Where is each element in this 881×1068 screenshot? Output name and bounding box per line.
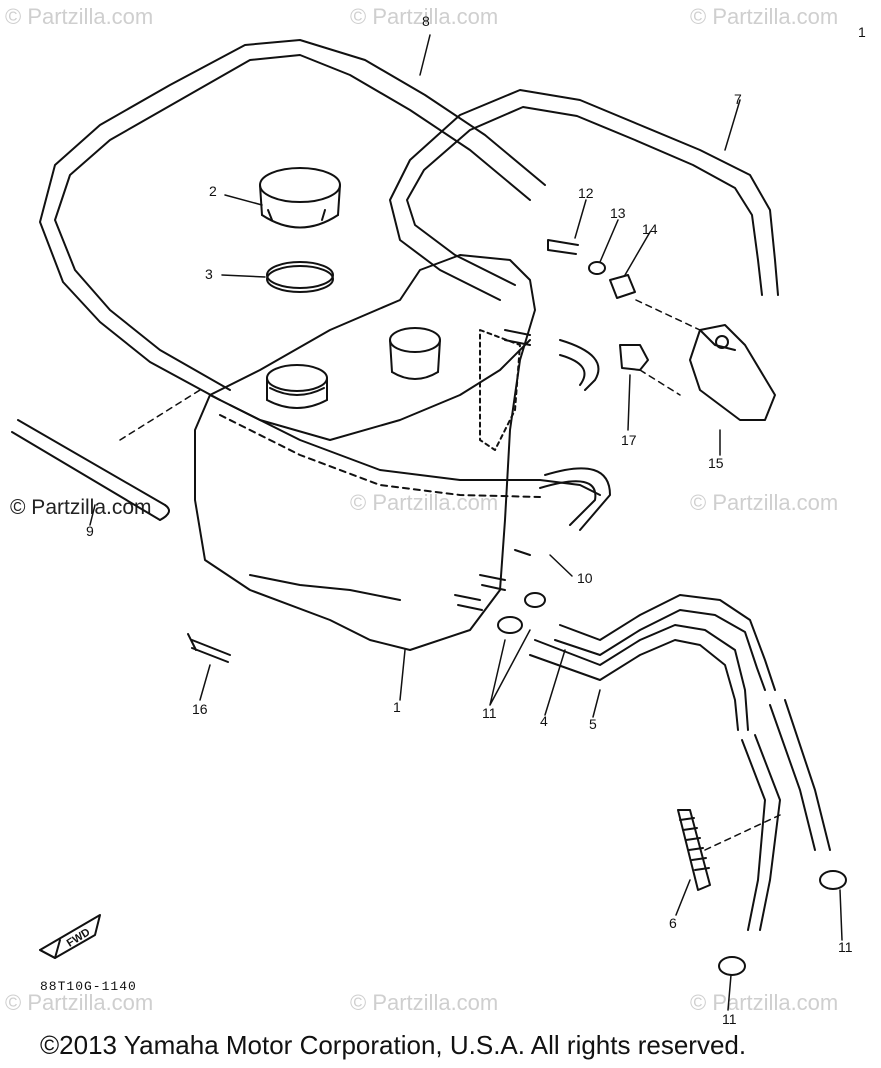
cap-2 <box>259 167 341 229</box>
callout-17: 17 <box>621 432 637 448</box>
oil-tank <box>194 254 601 651</box>
callout-7: 7 <box>734 91 742 107</box>
collar-14 <box>609 274 636 299</box>
callout-11-center: 11 <box>482 705 497 721</box>
callout-2: 2 <box>209 183 217 199</box>
watermark-bottom-left: © Partzilla.com <box>5 990 154 1015</box>
hose-7 <box>389 89 779 301</box>
hose-8 <box>39 39 546 401</box>
watermark-mid-right: © Partzilla.com <box>690 490 839 515</box>
watermark-top-left: © Partzilla.com <box>5 4 154 29</box>
clamp-11-c <box>497 592 546 634</box>
callout-15: 15 <box>708 455 724 471</box>
clamp-11-b <box>718 956 746 976</box>
callout-6: 6 <box>669 915 677 931</box>
callout-11-bottom: 11 <box>722 1011 737 1027</box>
watermark-bottom-right: © Partzilla.com <box>690 990 839 1015</box>
protector-6 <box>677 809 711 891</box>
watermark-top-right: © Partzilla.com <box>690 4 839 29</box>
callout-4: 4 <box>540 713 548 729</box>
bracket-15 <box>689 324 776 421</box>
watermark-bottom-center: © Partzilla.com <box>350 990 499 1015</box>
bolt-16 <box>187 633 231 663</box>
watermark-mid-center: © Partzilla.com <box>350 490 499 515</box>
callout-14: 14 <box>642 221 658 237</box>
tank-nipples <box>454 329 531 611</box>
fwd-arrow-icon <box>39 914 101 959</box>
hose-4-5 <box>529 594 776 731</box>
diagram-code: 88T10G-1140 <box>40 979 137 994</box>
callout-16: 16 <box>192 701 208 717</box>
copyright-notice: ©2013 Yamaha Motor Corporation, U.S.A. A… <box>40 1030 747 1060</box>
callout-12: 12 <box>578 185 594 201</box>
gasket-3 <box>266 261 334 293</box>
clamp-11-a <box>819 870 847 890</box>
callout-11-right: 11 <box>838 939 853 955</box>
hose-vertical <box>741 699 831 931</box>
tank-elbow-hose <box>539 339 611 531</box>
callout-1-top-right: 1 <box>858 24 866 40</box>
callout-10: 10 <box>577 570 593 586</box>
watermark-top-center: © Partzilla.com <box>350 4 499 29</box>
bolt-12 <box>547 239 579 255</box>
leader-lines <box>89 34 843 1011</box>
callout-3: 3 <box>205 266 213 282</box>
callout-8: 8 <box>422 13 430 29</box>
callout-9: 9 <box>86 523 94 539</box>
callout-5: 5 <box>589 716 597 732</box>
tube-9 <box>11 419 170 521</box>
callout-13: 13 <box>610 205 626 221</box>
watermark-mid-left: © Partzilla.com <box>10 496 152 519</box>
washer-13 <box>588 261 606 275</box>
fitting-17 <box>619 344 649 371</box>
callout-1: 1 <box>393 699 401 715</box>
